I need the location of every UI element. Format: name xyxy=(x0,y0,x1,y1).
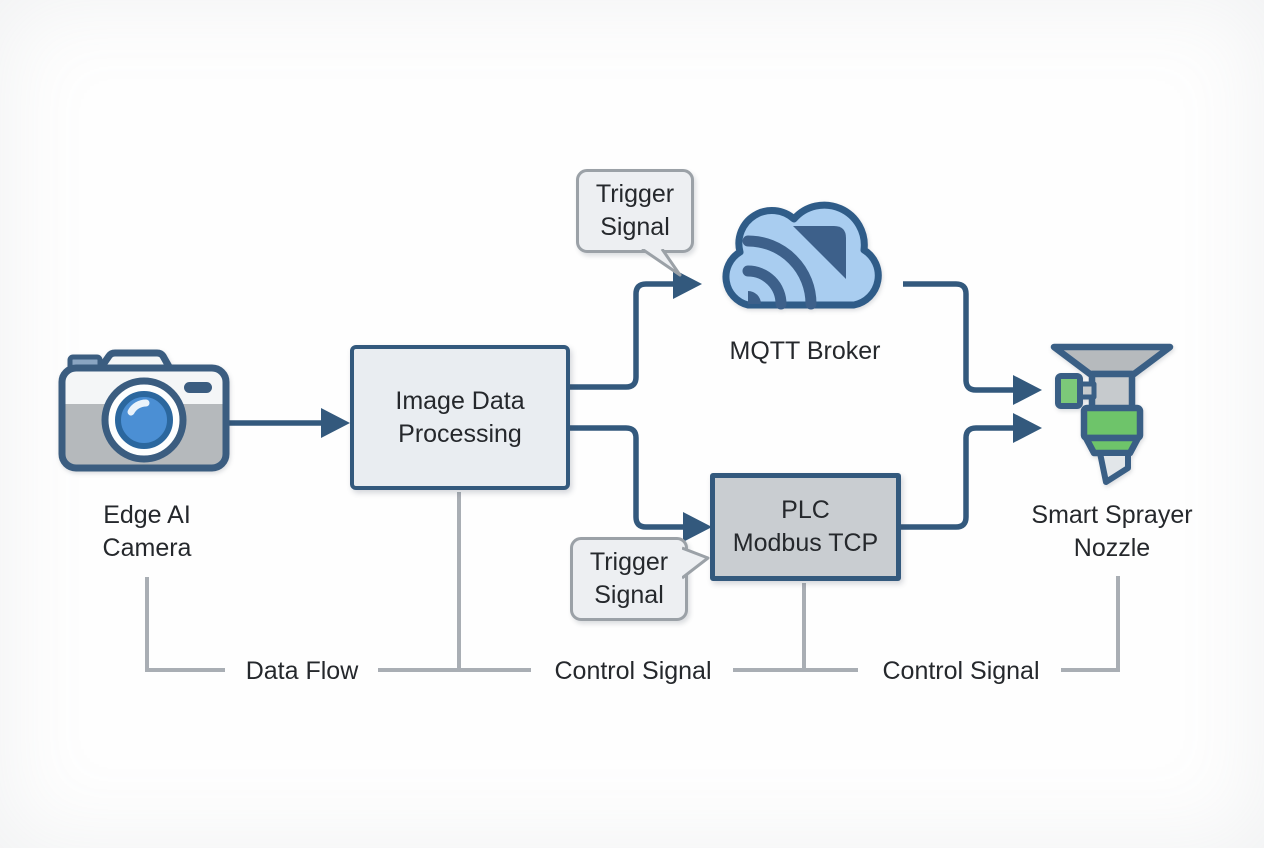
sprayer-nozzle-icon xyxy=(1050,343,1174,485)
arrowhead-into-nozzle-bottom xyxy=(1013,413,1042,443)
wifi-signal-icon xyxy=(742,226,846,310)
node-image-data-processing: Image Data Processing xyxy=(350,345,570,490)
mqtt-label: MQTT Broker xyxy=(729,337,881,365)
camera-lens-highlight xyxy=(127,399,150,416)
camera-icon xyxy=(58,349,230,472)
legend-line-nozzle xyxy=(1061,576,1120,672)
nozzle-label: Smart Sprayer Nozzle xyxy=(1031,501,1193,562)
node-plc-modbus-tcp: PLC Modbus TCP xyxy=(710,473,901,581)
legend-control-signal-1: Control Signal xyxy=(554,657,712,685)
edge-processing-to-mqtt xyxy=(570,281,676,390)
nozzle-side-valve xyxy=(1055,373,1083,409)
nozzle-funnel xyxy=(1050,343,1174,378)
arrowhead-into-plc xyxy=(683,512,712,542)
callout-tail-bottom xyxy=(682,546,710,580)
nozzle-green-band xyxy=(1080,404,1144,442)
legend-line-camera xyxy=(145,577,225,672)
wifi-cloud-icon xyxy=(722,201,882,310)
edge-mqtt-to-nozzle xyxy=(903,281,1016,393)
cloud-shape xyxy=(722,201,882,309)
callout-trigger-signal-top: Trigger Signal xyxy=(576,169,694,253)
edge-processing-to-plc xyxy=(570,425,686,530)
callout-trigger-signal-bottom: Trigger Signal xyxy=(570,537,688,621)
arrowhead-into-mqtt xyxy=(673,269,702,299)
camera-viewfinder-slot xyxy=(184,382,212,393)
edge-plc-to-nozzle xyxy=(900,425,1016,530)
arrowhead-into-processing xyxy=(321,408,350,438)
legend-data-flow: Data Flow xyxy=(245,657,359,685)
callout-tail-top xyxy=(641,249,682,277)
camera-body-outline xyxy=(58,364,230,472)
nozzle-neck xyxy=(1088,370,1136,414)
camera-label: Edge AI Camera xyxy=(102,501,192,562)
nozzle-spout xyxy=(1097,450,1131,485)
legend-control-signal-2: Control Signal xyxy=(882,657,1040,685)
arrowhead-into-nozzle-top xyxy=(1013,375,1042,405)
